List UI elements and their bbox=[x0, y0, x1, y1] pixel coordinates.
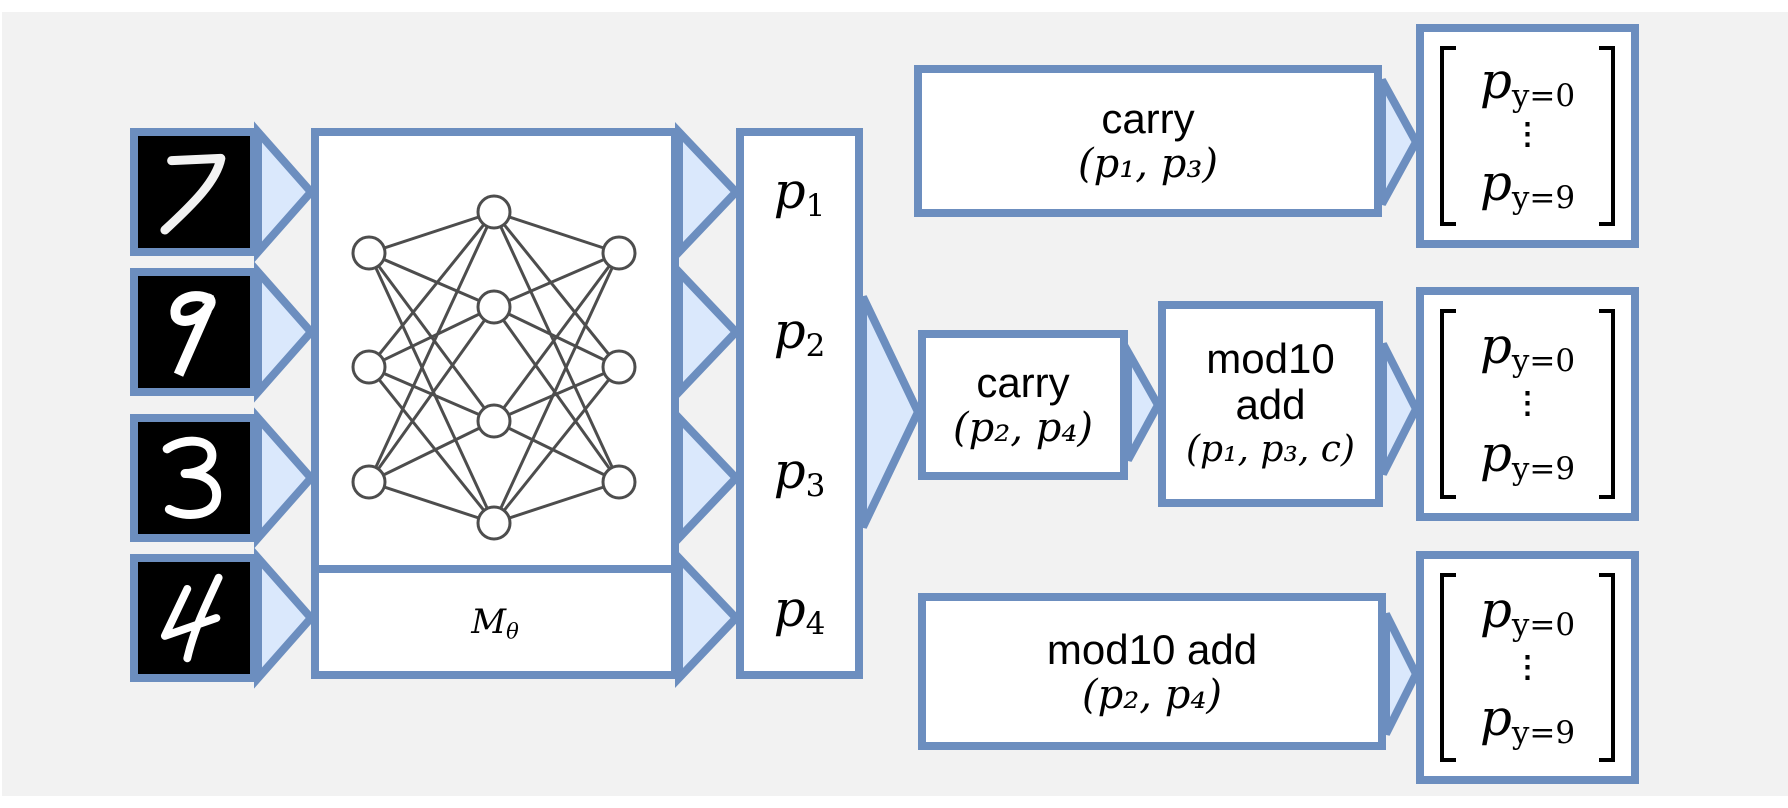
vector-entry-top: py=0 bbox=[1479, 581, 1576, 643]
vertical-ellipsis: ⋮ bbox=[1512, 118, 1543, 151]
op-mid-carry-args: (p₂, p₄) bbox=[953, 405, 1093, 451]
left-bracket bbox=[1440, 46, 1456, 226]
op-bottom-mod10-name: mod10 add bbox=[1046, 625, 1258, 673]
left-bracket bbox=[1440, 309, 1456, 499]
neural-network-box bbox=[311, 128, 679, 573]
digit-9-glyph bbox=[170, 291, 216, 377]
op-mid-carry: carry (p₂, p₄) bbox=[918, 330, 1128, 480]
right-bracket bbox=[1599, 573, 1615, 762]
prob-p1: p1 bbox=[773, 162, 826, 224]
digit-3-glyph bbox=[162, 436, 222, 519]
result-vector-1: py=0 ⋮ py=9 bbox=[1416, 24, 1639, 248]
vector-entry-top: py=0 bbox=[1479, 317, 1576, 379]
right-bracket bbox=[1599, 309, 1615, 499]
prob-p4: p4 bbox=[773, 580, 826, 642]
digit-image-9 bbox=[130, 268, 258, 396]
op-top-carry: carry (p₁, p₃) bbox=[914, 65, 1382, 217]
op-mid-carry-name: carry bbox=[976, 359, 1070, 406]
op-mid-mod10-args: (p₁, p₃, c) bbox=[1186, 429, 1355, 470]
left-bracket bbox=[1440, 573, 1456, 762]
digit-7-glyph bbox=[160, 153, 226, 235]
op-mid-mod10: mod10 add (p₁, p₃, c) bbox=[1158, 301, 1383, 507]
vector-entry-top: py=0 bbox=[1479, 52, 1576, 114]
prob-p3: p3 bbox=[773, 442, 826, 504]
vector-entry-bottom: py=9 bbox=[1479, 689, 1576, 751]
prob-p2: p2 bbox=[773, 302, 826, 364]
vertical-ellipsis: ⋮ bbox=[1512, 651, 1543, 684]
op-bottom-mod10: mod10 add (p₂, p₄) bbox=[918, 593, 1386, 750]
model-label-sub: θ bbox=[506, 618, 519, 644]
op-mid-mod10-line1: mod10 bbox=[1206, 335, 1335, 382]
model-label: Mθ bbox=[319, 573, 671, 671]
op-top-carry-name: carry bbox=[1101, 95, 1195, 142]
result-vector-3: py=0 ⋮ py=9 bbox=[1416, 551, 1639, 784]
model-label-base: M bbox=[471, 602, 507, 642]
digit-image-3 bbox=[130, 414, 258, 542]
digit-4-glyph bbox=[160, 573, 223, 663]
result-vector-2: py=0 ⋮ py=9 bbox=[1416, 287, 1639, 521]
op-mid-mod10-line2: add bbox=[1235, 381, 1306, 428]
digit-image-7 bbox=[130, 128, 258, 256]
probability-column: p1 p2 p3 p4 bbox=[736, 128, 863, 679]
vector-entry-bottom: py=9 bbox=[1479, 425, 1576, 487]
digit-image-4 bbox=[130, 554, 258, 682]
vertical-ellipsis: ⋮ bbox=[1512, 387, 1543, 420]
op-top-carry-args: (p₁, p₃) bbox=[1078, 141, 1218, 187]
model-label-box: Mθ bbox=[311, 565, 679, 679]
op-bottom-mod10-args: (p₂, p₄) bbox=[1082, 671, 1222, 718]
vector-entry-bottom: py=9 bbox=[1479, 154, 1576, 216]
right-bracket bbox=[1599, 46, 1615, 226]
